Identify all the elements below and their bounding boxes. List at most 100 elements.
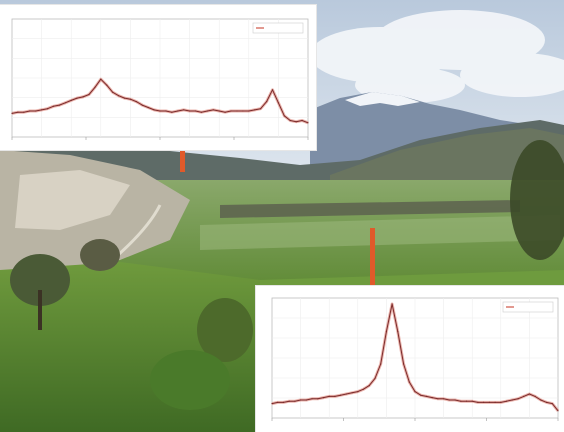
data-point <box>100 78 102 80</box>
data-point <box>305 399 307 401</box>
data-point <box>70 99 72 101</box>
data-point <box>294 400 296 402</box>
data-point <box>345 393 347 395</box>
data-point <box>528 393 530 395</box>
data-point <box>236 110 238 112</box>
data-point <box>289 119 291 122</box>
data-point <box>460 400 462 402</box>
data-point <box>94 86 96 88</box>
data-point <box>41 109 43 111</box>
data-point <box>224 111 226 113</box>
data-point <box>46 108 49 110</box>
trees <box>10 140 564 410</box>
data-point <box>141 104 143 106</box>
data-point <box>311 398 313 400</box>
data-point <box>488 401 490 403</box>
data-point <box>483 401 485 403</box>
fields-light <box>200 215 560 250</box>
data-point <box>351 392 353 394</box>
data-point <box>288 400 290 402</box>
data-point <box>380 363 382 365</box>
data-point <box>88 93 90 96</box>
data-point <box>11 112 13 114</box>
data-point <box>271 89 274 91</box>
data-point <box>194 110 197 112</box>
data-point <box>260 108 262 110</box>
data-point <box>551 403 553 405</box>
data-point <box>448 399 450 401</box>
data-point <box>112 91 114 93</box>
data-point <box>123 97 126 99</box>
legend-box <box>502 301 554 313</box>
data-point <box>76 97 78 99</box>
data-point <box>212 109 214 111</box>
data-point <box>540 399 542 401</box>
data-point <box>295 121 297 123</box>
snow-caps <box>345 92 420 106</box>
data-point <box>437 398 439 400</box>
data-point <box>177 110 179 112</box>
data-point <box>135 101 137 103</box>
data-point <box>230 110 232 112</box>
data-point <box>317 398 319 400</box>
data-point <box>282 401 284 403</box>
data-point <box>328 395 330 397</box>
data-point <box>218 110 220 112</box>
data-point <box>500 401 502 403</box>
data-point <box>534 395 536 397</box>
data-point <box>242 110 244 112</box>
data-point <box>443 398 445 400</box>
chart-bottom-svg <box>271 297 560 421</box>
data-point <box>471 400 473 402</box>
data-point <box>17 111 19 113</box>
data-point <box>414 391 416 393</box>
data-point <box>58 104 61 106</box>
data-point <box>322 397 325 399</box>
data-point <box>546 401 548 403</box>
data-point <box>307 122 309 124</box>
data-point <box>420 394 422 396</box>
data-point <box>283 115 285 117</box>
data-point <box>171 111 173 113</box>
data-point <box>206 110 208 112</box>
village-strip <box>220 200 520 218</box>
data-point <box>277 401 279 403</box>
data-point <box>357 391 359 393</box>
data-point <box>385 331 387 333</box>
data-point <box>189 110 191 112</box>
data-point <box>271 403 273 405</box>
data-point <box>477 401 479 403</box>
data-point <box>165 110 167 112</box>
data-point <box>557 410 559 412</box>
spectrum-chart-top <box>0 5 316 150</box>
data-point <box>505 400 508 402</box>
data-point <box>340 394 342 396</box>
data-point <box>35 110 37 112</box>
data-point <box>82 96 84 98</box>
data-point <box>465 400 468 402</box>
data-point <box>494 401 496 403</box>
data-point <box>183 109 185 111</box>
data-point <box>254 109 256 111</box>
data-point <box>129 98 131 100</box>
arrow-top <box>180 150 185 172</box>
data-point <box>301 119 303 122</box>
data-point <box>374 377 376 379</box>
data-point <box>147 106 149 109</box>
data-point <box>391 303 393 305</box>
data-point <box>362 388 365 390</box>
chart-top-svg <box>11 18 309 140</box>
spectrum-chart-bottom <box>256 286 564 432</box>
data-point <box>425 395 427 397</box>
data-point <box>248 110 250 112</box>
data-point <box>368 385 370 387</box>
data-point <box>153 109 155 111</box>
data-point <box>277 102 279 104</box>
data-point <box>23 111 25 113</box>
data-point <box>408 381 410 383</box>
data-point <box>159 110 161 112</box>
data-point <box>397 331 399 333</box>
data-point <box>52 105 55 107</box>
data-point <box>29 110 31 112</box>
data-point <box>64 102 66 104</box>
